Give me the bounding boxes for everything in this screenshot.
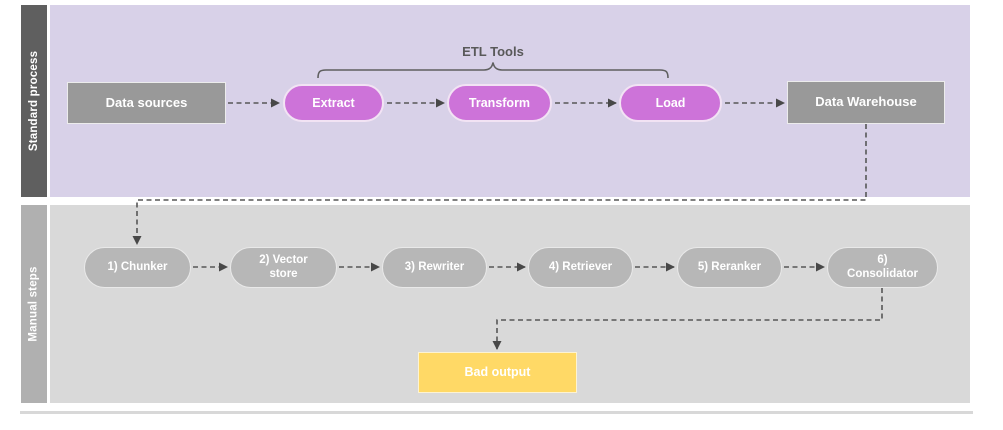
node-vector-store: 2) Vector store bbox=[230, 247, 337, 288]
node-reranker: 5) Reranker bbox=[677, 247, 782, 288]
node-data-sources: Data sources bbox=[67, 82, 226, 124]
node-load: Load bbox=[619, 84, 722, 122]
node-rewriter: 3) Rewriter bbox=[382, 247, 487, 288]
lane-header-standard-process: Standard process bbox=[21, 5, 47, 197]
arrow-consolidator-badoutput bbox=[492, 288, 883, 350]
bottom-divider bbox=[20, 411, 973, 414]
node-extract: Extract bbox=[283, 84, 384, 122]
node-bad-output: Bad output bbox=[418, 352, 577, 393]
node-data-warehouse: Data Warehouse bbox=[787, 81, 945, 124]
etl-tools-label: ETL Tools bbox=[462, 44, 524, 59]
node-chunker: 1) Chunker bbox=[84, 247, 191, 288]
node-consolidator: 6) Consolidator bbox=[827, 247, 938, 288]
etl-tools-bracket bbox=[317, 62, 669, 79]
arrow-warehouse-chunker bbox=[132, 124, 867, 245]
node-transform: Transform bbox=[447, 84, 552, 122]
lane-header-manual-steps: Manual steps bbox=[21, 205, 47, 403]
node-retriever: 4) Retriever bbox=[528, 247, 633, 288]
